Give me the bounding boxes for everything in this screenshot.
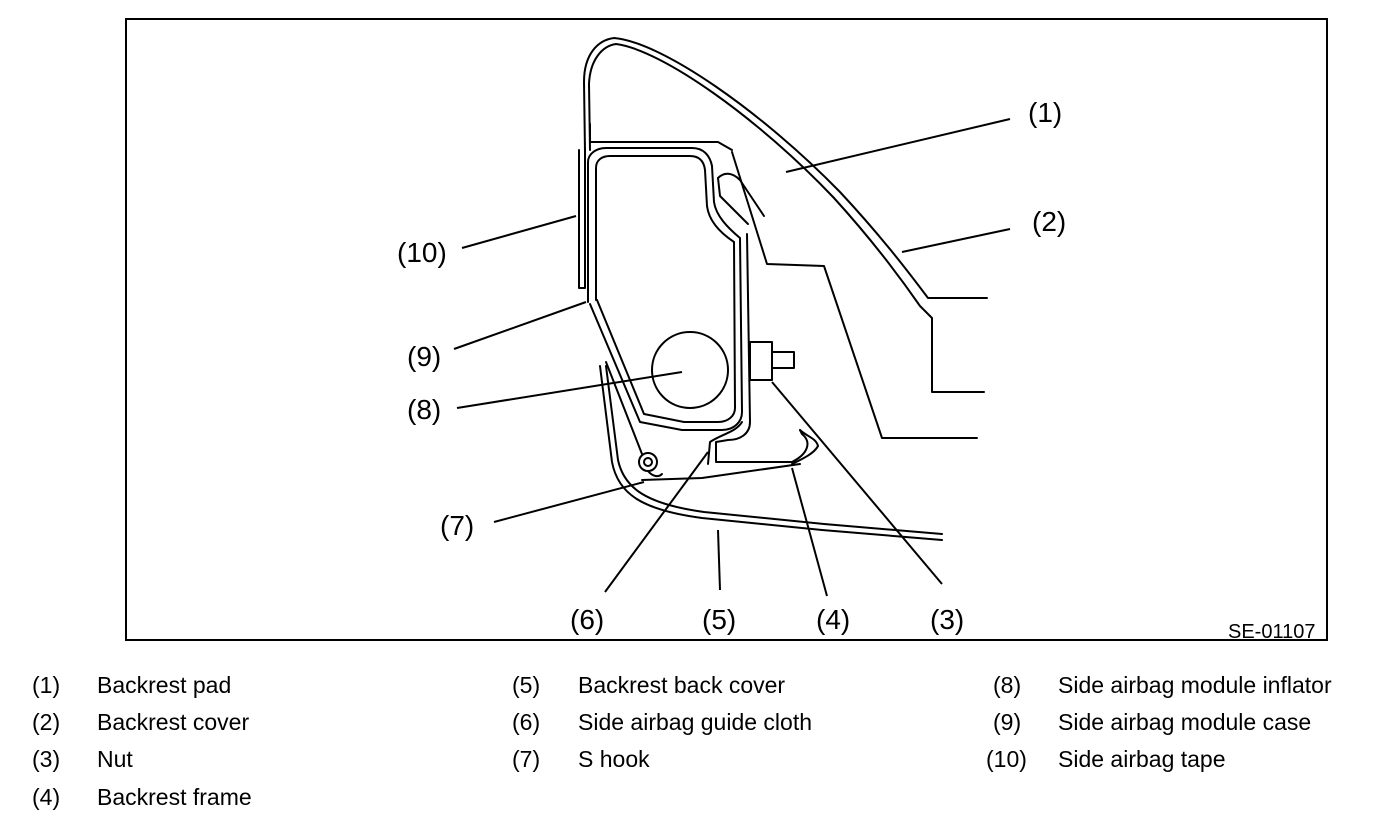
legend-number: (7) [512,746,541,772]
nut-body [749,341,773,381]
callout-1: (1) [1028,97,1062,128]
leader-4 [791,467,828,597]
leader-3 [771,381,943,585]
back-cover-inner [605,365,943,535]
s-hook-tail [647,470,663,478]
leader-7 [493,481,645,523]
guide-cloth [707,421,743,465]
legend-label: Backrest frame [97,784,252,810]
backrest-frame-vertical [715,233,809,463]
inflator-circle [651,331,729,409]
callout-9: (9) [407,341,441,372]
leader-10 [461,215,577,249]
legend-label: Side airbag module inflator [1058,672,1332,698]
legend-label: Backrest back cover [578,672,786,698]
diagram-drawing: (1) (2) (3) (4) (5) (6) (7) (8) (9) (10)… [397,37,1315,639]
legend-number: (3) [32,746,61,772]
legend-label: S hook [578,746,650,772]
airbag-tape [578,149,586,289]
back-cover [599,365,943,541]
leader-5 [717,529,721,591]
diagram-figure: (1) (2) (3) (4) (5) (6) (7) (8) (9) (10)… [125,18,1328,641]
frame-top-rail [589,123,733,151]
airbag-module-case [587,147,743,431]
back-cover-lower [641,463,801,481]
callout-2: (2) [1032,206,1066,237]
legend: (1) Backrest pad (2) Backrest cover (3) … [0,668,1392,828]
callout-5: (5) [702,604,736,635]
callout-10: (10) [397,237,447,268]
leader-1 [785,118,1011,173]
leader-lines [453,118,1011,597]
callout-3: (3) [930,604,964,635]
backrest-frame-hook [791,429,819,465]
legend-label: Backrest cover [97,709,250,735]
legend-number: (1) [32,672,61,698]
s-hook-channel [605,361,643,455]
legend-number: (9) [993,709,1022,735]
legend-label: Side airbag tape [1058,746,1226,772]
legend-number: (6) [512,709,541,735]
leader-8 [456,371,683,409]
seat-drawing [578,37,988,541]
callout-4: (4) [816,604,850,635]
nut-stud [771,351,795,369]
backrest-pad-contour [731,151,978,439]
s-hook-ring [638,452,658,472]
callout-6: (6) [570,604,604,635]
legend-label: Side airbag guide cloth [578,709,812,735]
callout-8: (8) [407,394,441,425]
leader-9 [453,301,587,350]
backrest-cover-outline [583,37,988,299]
legend-number: (2) [32,709,61,735]
frame-flap [717,177,749,225]
legend-label: Side airbag module case [1058,709,1312,735]
legend-number: (4) [32,784,61,810]
legend-number: (8) [993,672,1022,698]
legend-label: Backrest pad [97,672,232,698]
s-hook-ring-inner [643,457,653,467]
airbag-module-case-inner [595,155,736,423]
figure-code: SE-01107 [1228,621,1315,639]
backrest-cover-inner [588,43,985,393]
legend-label: Nut [97,746,133,772]
legend-number: (5) [512,672,541,698]
legend-number: (10) [986,746,1027,772]
leader-2 [901,228,1011,253]
frame-flap-2 [717,172,765,217]
leader-6 [604,451,709,593]
callout-7: (7) [440,510,474,541]
